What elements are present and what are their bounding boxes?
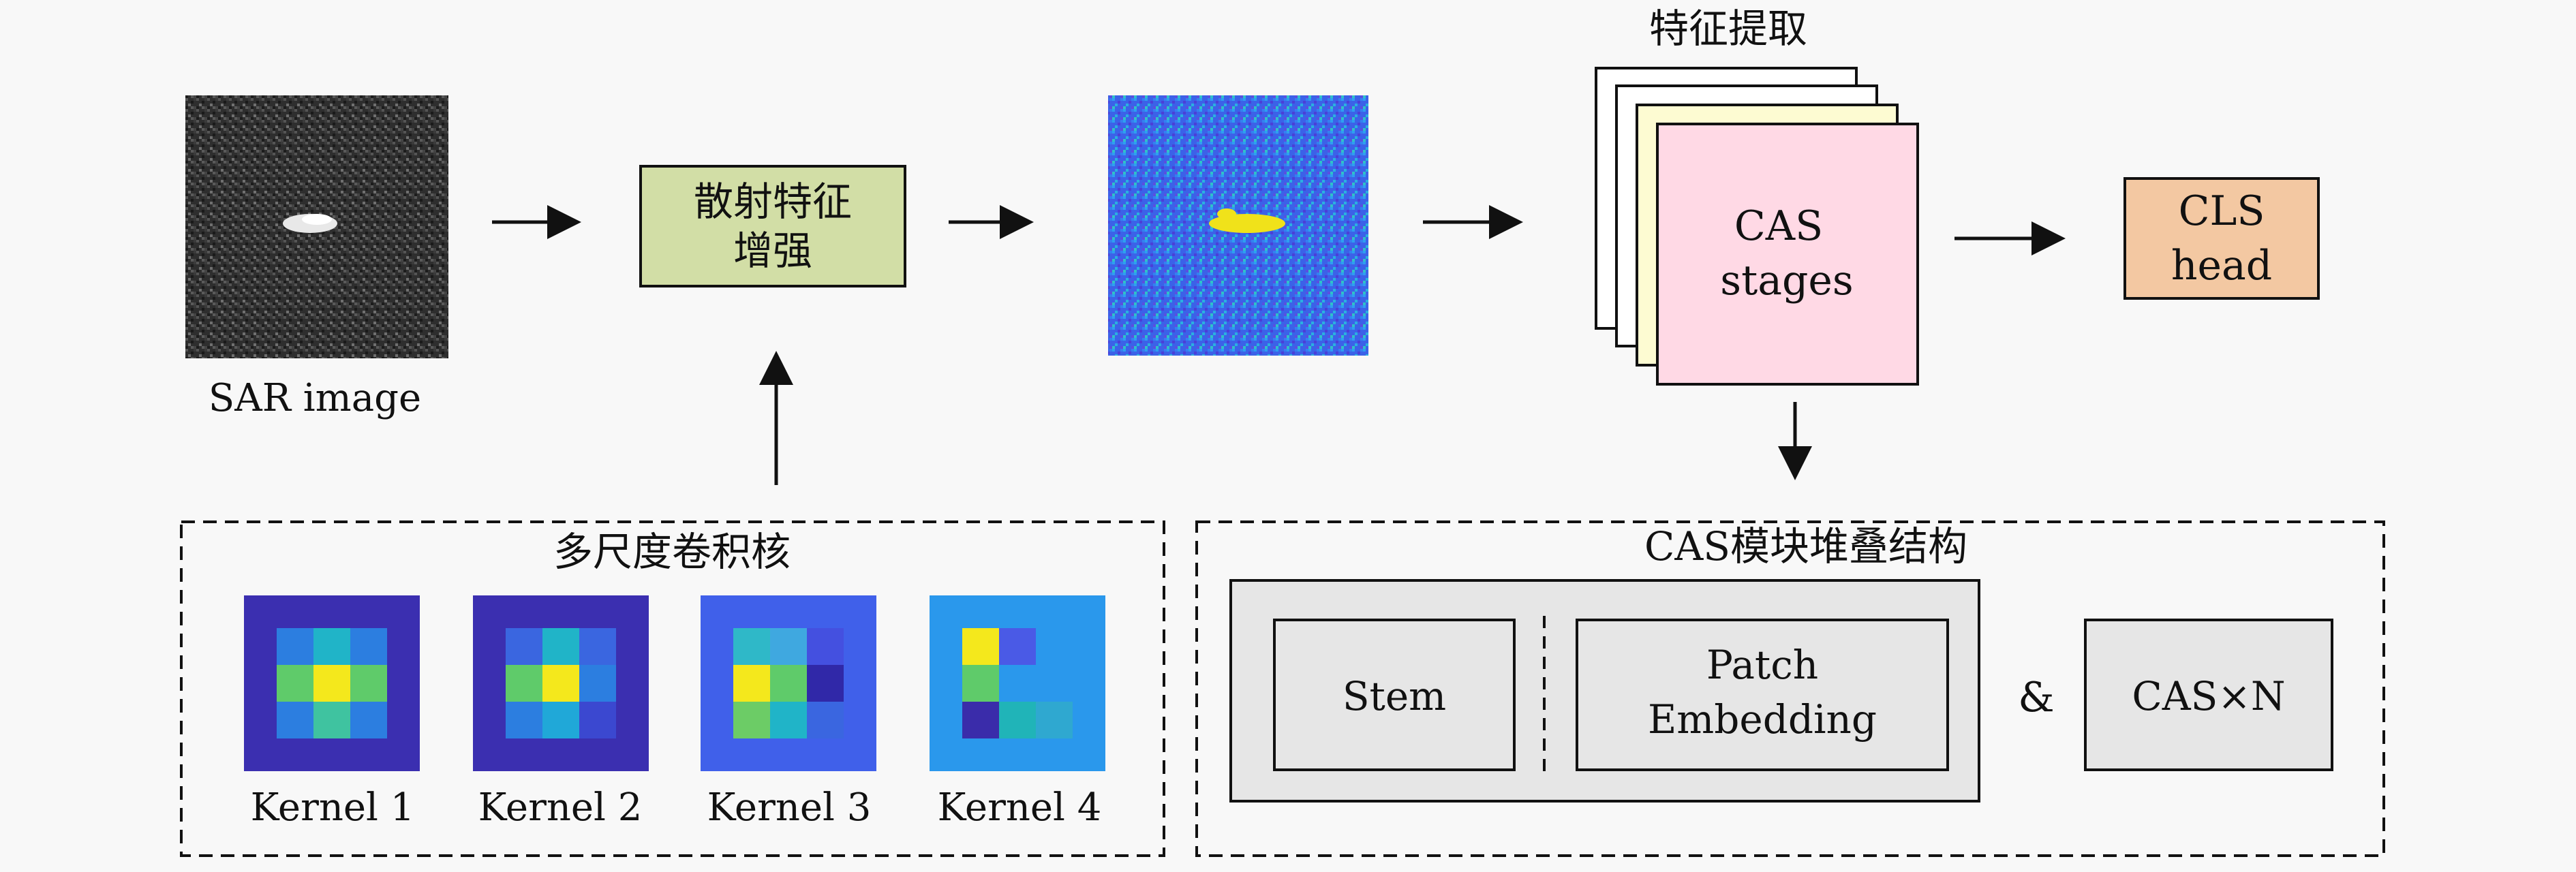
stem-box bbox=[1273, 619, 1516, 771]
cls-label-line1: CLS bbox=[2179, 187, 2265, 235]
cas-label-line1: CAS bbox=[1734, 202, 1823, 250]
feature-extraction-label: 特征提取 bbox=[1649, 5, 1807, 52]
kernel-3-heatmap bbox=[701, 595, 876, 771]
cls-head-box bbox=[2123, 177, 2320, 300]
kernel-4-label: Kernel 4 bbox=[938, 785, 1102, 830]
patch-label-line2: Embedding bbox=[1648, 696, 1877, 743]
cas-stage-stack bbox=[1595, 67, 1919, 386]
stem-label: Stem bbox=[1343, 673, 1446, 719]
scatter-enhance-label-line2: 增强 bbox=[733, 228, 812, 274]
kernel-2-heatmap bbox=[473, 595, 649, 771]
enhanced-image bbox=[1108, 95, 1368, 356]
scatter-enhance-label-line1: 散射特征 bbox=[694, 178, 852, 225]
kernel-3-label: Kernel 3 bbox=[707, 785, 872, 830]
multiscale-kernels-frame bbox=[180, 520, 1165, 857]
kernel-2-label: Kernel 2 bbox=[478, 785, 643, 830]
scatter-enhance-box bbox=[639, 165, 906, 287]
sar-image-label: SAR image bbox=[209, 376, 421, 420]
cas-n-box bbox=[2084, 619, 2333, 771]
cas-n-label: CAS×N bbox=[2132, 673, 2285, 719]
kernel-1-heatmap bbox=[244, 595, 420, 771]
kernel-1-label: Kernel 1 bbox=[251, 785, 415, 830]
cas-structure-title: CAS模块堆叠结构 bbox=[1644, 523, 1967, 570]
ampersand: & bbox=[2018, 674, 2054, 721]
patch-embedding-box bbox=[1576, 619, 1949, 771]
cas-structure-frame bbox=[1195, 520, 2385, 857]
cls-label-line2: head bbox=[2171, 242, 2272, 290]
multiscale-kernels-title: 多尺度卷积核 bbox=[553, 529, 791, 575]
cas-label-line2: stages bbox=[1720, 257, 1853, 305]
kernel-4-heatmap bbox=[930, 595, 1105, 771]
sar-image bbox=[185, 95, 448, 358]
patch-label-line1: Patch bbox=[1706, 642, 1818, 688]
